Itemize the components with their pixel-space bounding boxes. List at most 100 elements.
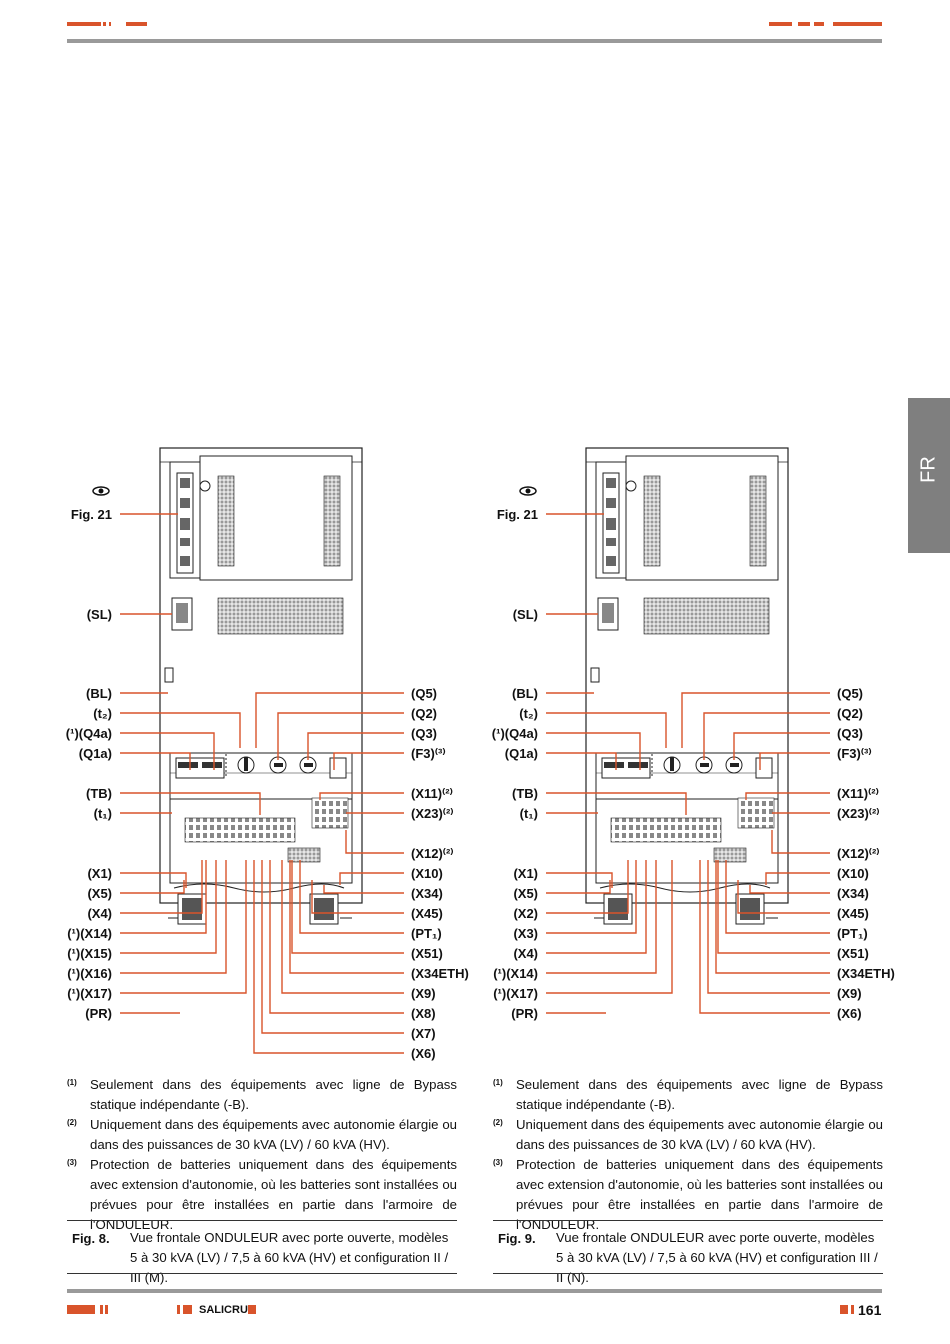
label: (X34) <box>837 886 869 901</box>
label: (t₁) <box>93 806 112 821</box>
label: (X10) <box>837 866 869 881</box>
label: (F3)⁽³⁾ <box>411 746 446 761</box>
label: (X12)⁽²⁾ <box>837 846 880 861</box>
label: (PT₁) <box>837 926 868 941</box>
footnote-text: Protection de batteries uniquement dans … <box>90 1157 457 1232</box>
label: (X34ETH) <box>837 966 895 981</box>
header-accent-right-2 <box>814 22 824 26</box>
label: (X8) <box>411 1006 436 1021</box>
brand-name: SALICRU <box>199 1304 248 1316</box>
label: (¹)(Q4a) <box>65 726 112 741</box>
label: (TB) <box>86 786 112 801</box>
header-accent-left <box>67 22 101 26</box>
label: (Q2) <box>837 706 863 721</box>
label: (Q5) <box>411 686 437 701</box>
label: (X3) <box>513 926 538 941</box>
header-accent-right-3 <box>833 22 882 26</box>
page-number: 161 <box>858 1302 882 1318</box>
caption-text: Vue frontale ONDULEUR avec porte ouverte… <box>130 1230 449 1285</box>
label: (Q5) <box>837 686 863 701</box>
label: (X1) <box>87 866 112 881</box>
label: (X51) <box>837 946 869 961</box>
label: (Q2) <box>411 706 437 721</box>
caption-rule-bottom <box>493 1273 883 1274</box>
header-rule <box>67 39 882 43</box>
footer-accent-dash <box>100 1305 103 1314</box>
label: (F3)⁽³⁾ <box>837 746 872 761</box>
left-cabinet-drawing <box>159 447 363 925</box>
caption-figure-number: Fig. 9. <box>498 1231 536 1246</box>
label: (t₂) <box>519 706 538 721</box>
right-leader-lines <box>546 513 830 1014</box>
label: Fig. 21 <box>496 507 538 522</box>
footer-brand-mark <box>177 1305 180 1314</box>
label: (t₁) <box>519 806 538 821</box>
label: (X51) <box>411 946 443 961</box>
label: (BL) <box>512 686 538 701</box>
header-accent-left-dash <box>103 22 106 26</box>
label: (X45) <box>411 906 443 921</box>
footer-page-mark2 <box>851 1305 854 1314</box>
header-accent-right <box>769 22 792 26</box>
label: (¹)(X14) <box>67 926 112 941</box>
label: (Q3) <box>411 726 437 741</box>
language-tab: FR <box>908 398 950 553</box>
footnote-text: Uniquement dans des équipements avec aut… <box>90 1117 457 1152</box>
header-accent-right-dash <box>798 22 810 26</box>
label: (¹)(X14) <box>493 966 538 981</box>
label: (t₂) <box>93 706 112 721</box>
footnote-mark: (2) <box>67 1118 77 1127</box>
label: (X4) <box>87 906 112 921</box>
label: Fig. 21 <box>70 507 112 522</box>
footnote-text: Protection de batteries uniquement dans … <box>516 1157 883 1232</box>
label: (X1) <box>513 866 538 881</box>
footnote-text: Uniquement dans des équipements avec aut… <box>516 1117 883 1152</box>
caption-text: Vue frontale ONDULEUR avec porte ouverte… <box>556 1230 878 1285</box>
left-leader-lines <box>120 513 404 1054</box>
label: (¹)(Q4a) <box>491 726 538 741</box>
label: (X5) <box>513 886 538 901</box>
footer-accent-dash2 <box>105 1305 108 1314</box>
eye-icon <box>92 486 110 496</box>
label: (X6) <box>837 1006 862 1021</box>
label: (X6) <box>411 1046 436 1061</box>
caption-rule-top <box>493 1220 883 1221</box>
label: (X12)⁽²⁾ <box>411 846 454 861</box>
label: (SL) <box>512 607 538 622</box>
header-accent-left-2 <box>126 22 147 26</box>
label: (BL) <box>86 686 112 701</box>
label: (¹)(X16) <box>67 966 112 981</box>
label: (X11)⁽²⁾ <box>837 786 879 801</box>
footnote-text: Seulement dans des équipements avec lign… <box>90 1077 457 1112</box>
footnote-text: Seulement dans des équipements avec lign… <box>516 1077 883 1112</box>
footer-brand-mark3 <box>248 1305 256 1314</box>
label: (PR) <box>511 1006 538 1021</box>
label: (SL) <box>86 607 112 622</box>
label: (PR) <box>85 1006 112 1021</box>
label: (X23)⁽²⁾ <box>837 806 880 821</box>
label: (PT₁) <box>411 926 442 941</box>
footnote-mark: (1) <box>493 1078 503 1087</box>
label: (TB) <box>512 786 538 801</box>
label: (Q3) <box>837 726 863 741</box>
label: (X34) <box>411 886 443 901</box>
label: (X9) <box>837 986 862 1001</box>
label: (¹)(X17) <box>493 986 538 1001</box>
footer-brand-mark2 <box>183 1305 192 1314</box>
footer-rule <box>67 1289 882 1293</box>
footer-page-mark <box>840 1305 848 1314</box>
footnote-mark: (3) <box>493 1158 503 1167</box>
label: (X9) <box>411 986 436 1001</box>
label: (X23)⁽²⁾ <box>411 806 454 821</box>
footnote-mark: (2) <box>493 1118 503 1127</box>
label: (X5) <box>87 886 112 901</box>
caption-rule-bottom <box>67 1273 457 1274</box>
label: (Q1a) <box>78 746 112 761</box>
label: (X2) <box>513 906 538 921</box>
label: (X10) <box>411 866 443 881</box>
label: (X34ETH) <box>411 966 469 981</box>
label: (¹)(X15) <box>67 946 112 961</box>
header-accent-left-dash2 <box>109 22 111 26</box>
label: (¹)(X17) <box>67 986 112 1001</box>
